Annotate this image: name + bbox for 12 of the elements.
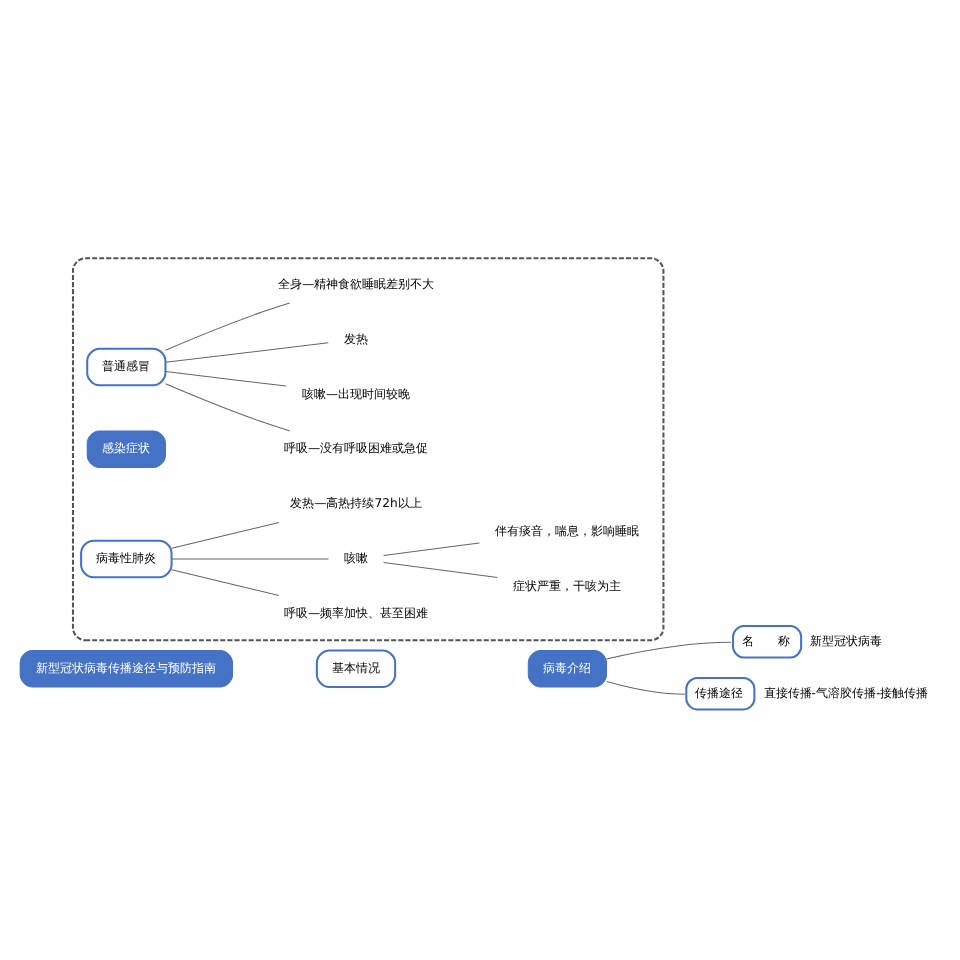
connector [165, 371, 287, 387]
connector [171, 558, 329, 560]
connector [165, 383, 291, 432]
connector [165, 342, 329, 363]
cluster [71, 257, 665, 642]
connector [383, 542, 480, 557]
connector [606, 680, 686, 695]
connector [171, 522, 280, 549]
connector [171, 569, 280, 597]
connector [383, 562, 498, 578]
connector [165, 302, 291, 351]
connector [606, 641, 732, 660]
